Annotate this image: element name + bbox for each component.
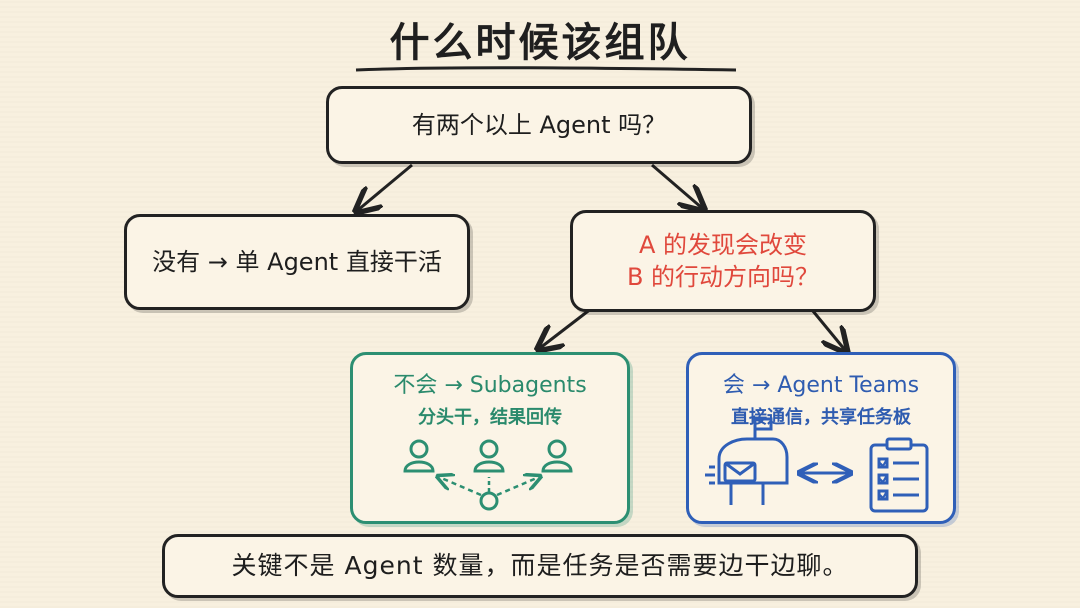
no-branch-text: 没有 → 单 Agent 直接干活 bbox=[152, 247, 442, 276]
person-icon bbox=[541, 439, 573, 473]
question-box-agents: 有两个以上 Agent 吗？ bbox=[326, 86, 752, 164]
teams-heading: 会 → Agent Teams bbox=[722, 373, 920, 398]
footer-note-box: 关键不是 Agent 数量，而是任务是否需要边干边聊。 bbox=[162, 534, 918, 598]
teams-subtitle: 直接通信，共享任务板 bbox=[731, 407, 911, 428]
footer-note-text: 关键不是 Agent 数量，而是任务是否需要边干边聊。 bbox=[231, 551, 849, 581]
question2-line1: A 的发现会改变 bbox=[638, 230, 808, 259]
subagents-heading: 不会 → Subagents bbox=[393, 373, 587, 398]
no-branch-box: 没有 → 单 Agent 直接干活 bbox=[124, 214, 470, 310]
page-title: 什么时候该组队 bbox=[389, 20, 691, 66]
clipboard-checklist-icon bbox=[869, 437, 929, 513]
dashed-link-left bbox=[439, 477, 482, 497]
subagents-card: 不会 → Subagents 分头干，结果回传 bbox=[350, 352, 630, 524]
mailbox-icon bbox=[705, 417, 789, 505]
arrow-q1-to-no bbox=[358, 163, 413, 210]
question2-line2: B 的行动方向吗？ bbox=[626, 263, 820, 291]
question-text: 有两个以上 Agent 吗？ bbox=[411, 110, 667, 139]
dashed-link-right bbox=[496, 477, 539, 497]
subagents-graphic bbox=[403, 439, 573, 511]
hub-node bbox=[479, 491, 499, 511]
subagents-subtitle: 分头干，结果回传 bbox=[418, 407, 562, 428]
question-box-influence: A 的发现会改变 B 的行动方向吗？ bbox=[570, 210, 876, 312]
teams-graphic bbox=[705, 417, 929, 513]
person-icon bbox=[473, 439, 505, 473]
title-underline bbox=[355, 66, 737, 72]
agent-teams-card: 会 → Agent Teams 直接通信，共享任务板 bbox=[686, 352, 956, 524]
arrow-q1-to-q2 bbox=[651, 163, 702, 208]
person-icon bbox=[403, 439, 435, 473]
